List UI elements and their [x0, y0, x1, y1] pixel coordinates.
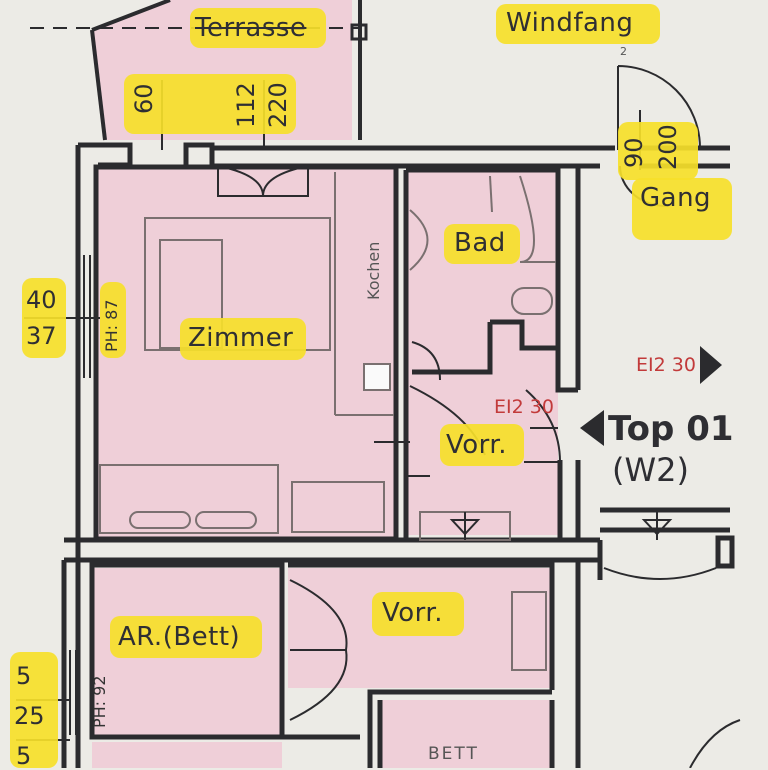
- highlight-bottom-dims: [10, 652, 58, 768]
- label-terrasse: Terrasse: [195, 13, 307, 43]
- dim-90: 90: [620, 137, 648, 168]
- label-ph-92: PH: 92: [90, 675, 109, 728]
- highlight-vorr-1: [440, 424, 524, 466]
- label-gang: Gang: [640, 183, 712, 213]
- dim-60: 60: [130, 83, 158, 114]
- unit-code: (W2): [612, 451, 689, 489]
- dim-220: 220: [264, 82, 292, 128]
- highlight-ar-bett: [110, 616, 262, 658]
- highlight-windfang: [496, 4, 660, 44]
- top01-arrow: [580, 410, 604, 446]
- highlight-ph87: [100, 282, 126, 358]
- highlight-gang: [632, 178, 732, 240]
- terrace-top-edge: [91, 0, 171, 32]
- highlight-terrasse-dims: [124, 74, 296, 134]
- walls: [61, 142, 735, 768]
- label-vorr-1: Vorr.: [446, 430, 507, 460]
- lower-left-area: [92, 742, 282, 768]
- label-ph-87: PH: 87: [102, 299, 121, 352]
- label-ar-bett: AR.(Bett): [118, 622, 241, 652]
- swing-symbols: [449, 510, 673, 540]
- label-bad: Bad: [454, 228, 506, 258]
- dim-200: 200: [654, 124, 682, 170]
- highlight-bad: [444, 224, 520, 264]
- window-left: [69, 255, 91, 735]
- highlight-zimmer: [180, 318, 306, 360]
- label-windfang-number: 2: [620, 45, 627, 58]
- dim-40: 40: [26, 286, 57, 314]
- label-el-30-lower: EI2 30: [494, 396, 554, 418]
- highlight-vorr-2: [372, 592, 464, 636]
- label-bett: BETT: [428, 744, 479, 764]
- dim-112: 112: [232, 82, 260, 128]
- label-vorr-2: Vorr.: [382, 598, 443, 628]
- label-el-30-upper: EI2 30: [636, 354, 696, 376]
- label-kochen: Kochen: [364, 241, 383, 300]
- dim-25: 25: [14, 702, 45, 730]
- highlight-terrasse: [190, 8, 326, 48]
- label-zimmer: Zimmer: [188, 323, 294, 353]
- dim-37: 37: [26, 322, 57, 350]
- highlight-window-dims: [22, 278, 66, 358]
- dim-5: 5: [16, 662, 32, 690]
- el-arrow-upper: [700, 346, 722, 384]
- terrace-edge-left: [90, 29, 107, 141]
- bett-area: [382, 700, 552, 768]
- unit-name: Top 01: [608, 409, 734, 449]
- highlight-door-dims: [618, 122, 698, 180]
- bad-area: [408, 172, 558, 372]
- dim-5b: 5: [16, 742, 32, 770]
- label-windfang: Windfang: [506, 8, 634, 38]
